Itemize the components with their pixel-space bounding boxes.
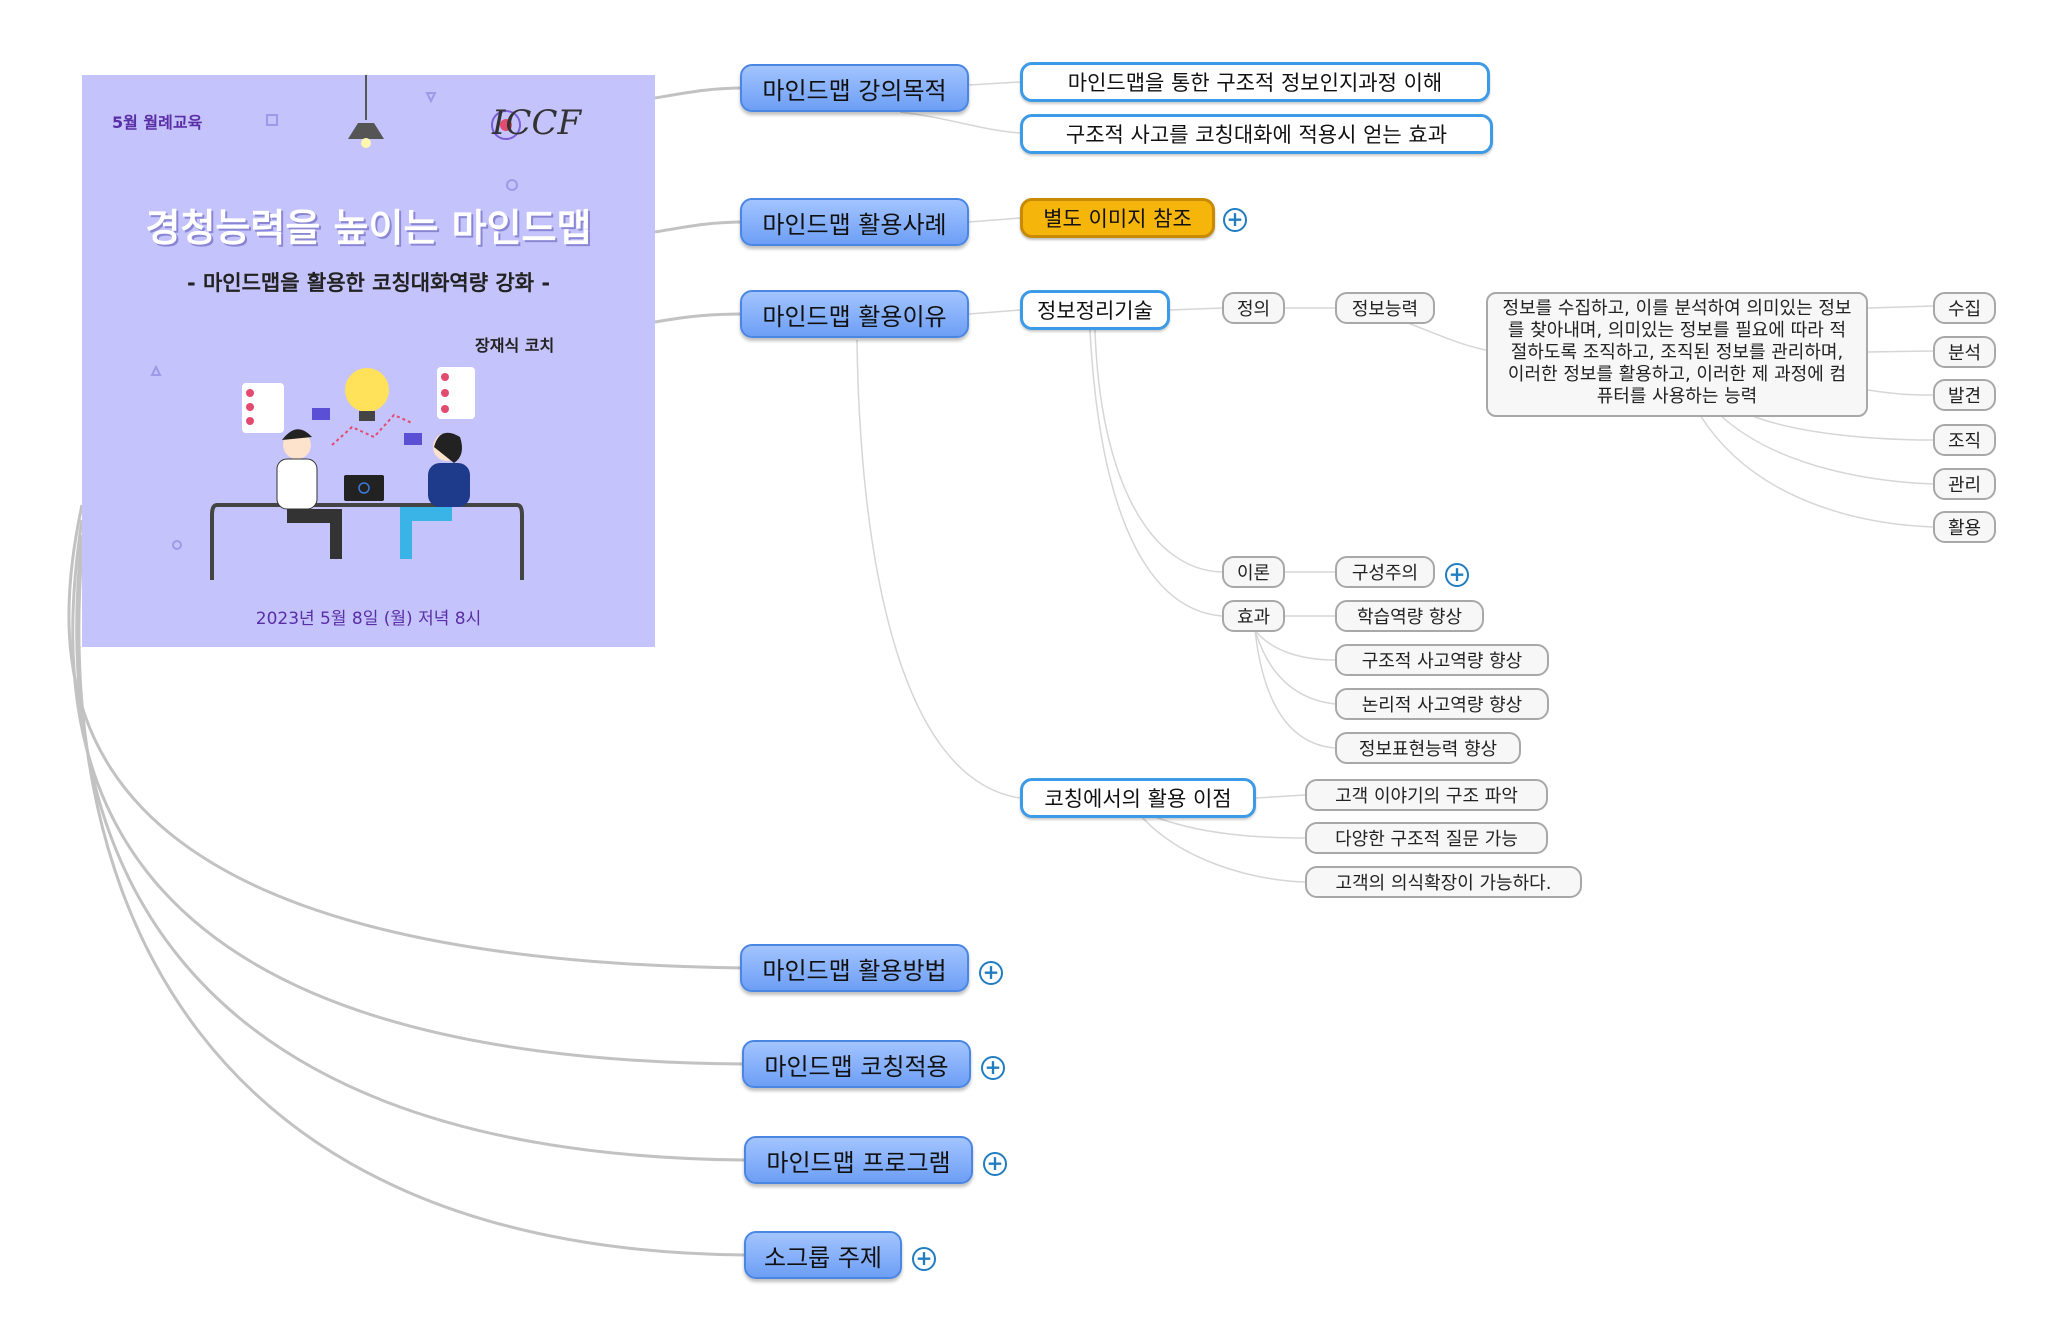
connector-root-b6 <box>75 534 746 1162</box>
connector-root-b4 <box>67 504 746 970</box>
branch-small-group-topics[interactable]: 소그룹 주제 <box>744 1231 902 1279</box>
branch-programs[interactable]: 마인드맵 프로그램 <box>744 1136 973 1184</box>
branch-lecture-purpose[interactable]: 마인드맵 강의목적 <box>740 64 969 112</box>
branch-coaching-application[interactable]: 마인드맵 코칭적용 <box>742 1040 971 1088</box>
effect-learning[interactable]: 학습역량 향상 <box>1335 600 1484 632</box>
connector-info-def <box>1169 307 1223 311</box>
reason-info-ability-description[interactable]: 정보를 수집하고, 이를 분석하여 의미있는 정보를 찾아내며, 의미있는 정보… <box>1486 292 1868 417</box>
connector-desc-s3 <box>1867 389 1934 396</box>
benefit-consciousness-expansion[interactable]: 고객의 의식확장이 가능하다. <box>1305 866 1582 898</box>
benefit-structural-questions[interactable]: 다양한 구조적 질문 가능 <box>1305 822 1548 854</box>
branch-use-methods[interactable]: 마인드맵 활용방법 <box>740 944 969 992</box>
reason-info-ability[interactable]: 정보능력 <box>1335 292 1435 324</box>
step-organize[interactable]: 조직 <box>1933 424 1996 456</box>
poster-event-label: 5월 월례교육 <box>112 113 203 132</box>
effect-structural-thinking[interactable]: 구조적 사고역량 향상 <box>1335 644 1549 676</box>
connector-info-effect <box>1089 329 1223 617</box>
step-analyze[interactable]: 분석 <box>1933 336 1996 368</box>
connector-desc-s4 <box>1749 414 1934 441</box>
reason-info-organizing-skill[interactable]: 정보정리기술 <box>1020 290 1170 330</box>
connector-coach-b2 <box>1149 814 1306 839</box>
theory-constructivism[interactable]: 구성주의 <box>1335 556 1435 588</box>
connector-desc-s5 <box>1719 414 1934 485</box>
connector-coach-b3 <box>1139 814 1306 883</box>
root-poster[interactable]: 5월 월례교육 ICCF 경청능력을 높이는 마인드맵 - 마인드맵을 활용한 … <box>82 75 655 647</box>
connector-b2-case <box>968 217 1021 223</box>
expand-constructivism-button[interactable]: + <box>1445 563 1469 587</box>
poster-logo: ICCF <box>492 103 582 143</box>
connector-info-theory <box>1094 329 1223 573</box>
step-utilize[interactable]: 활용 <box>1933 511 1996 543</box>
connector-b1-p2 <box>899 111 1021 134</box>
step-manage[interactable]: 관리 <box>1933 468 1996 500</box>
expand-programs-button[interactable]: + <box>983 1152 1007 1176</box>
step-collect[interactable]: 수집 <box>1933 292 1996 324</box>
purpose-effect[interactable]: 구조적 사고를 코칭대화에 적용시 얻는 효과 <box>1020 114 1493 154</box>
connector-desc-s6 <box>1699 414 1934 528</box>
effect-logical-thinking[interactable]: 논리적 사고역량 향상 <box>1335 688 1549 720</box>
benefit-client-structure[interactable]: 고객 이야기의 구조 파악 <box>1305 779 1548 811</box>
connector-desc-s1 <box>1867 305 1934 309</box>
effect-info-expression[interactable]: 정보표현능력 향상 <box>1335 732 1521 764</box>
expand-coaching-application-button[interactable]: + <box>981 1056 1005 1080</box>
connector-root-b5 <box>71 519 746 1066</box>
connector-coach-b1 <box>1255 794 1306 799</box>
purpose-understanding[interactable]: 마인드맵을 통한 구조적 정보인지과정 이해 <box>1020 62 1490 102</box>
poster-title: 경청능력을 높이는 마인드맵 <box>145 206 592 250</box>
case-separate-image-ref[interactable]: 별도 이미지 참조 <box>1020 198 1215 238</box>
poster-date: 2023년 5월 8일 (월) 저녁 8시 <box>255 609 482 629</box>
connector-effect-e4 <box>1254 629 1336 749</box>
poster-subtitle: - 마인드맵을 활용한 코칭대화역량 강화 - <box>186 271 551 295</box>
expand-use-cases-button[interactable]: + <box>1223 208 1247 232</box>
connector-b3-info <box>968 309 1021 315</box>
connector-root-b3 <box>654 312 746 324</box>
connector-effect-e3 <box>1254 629 1336 705</box>
branch-use-cases[interactable]: 마인드맵 활용사례 <box>740 198 969 246</box>
reason-theory[interactable]: 이론 <box>1222 556 1285 588</box>
connector-ability-desc <box>1399 319 1487 351</box>
expand-small-group-button[interactable]: + <box>912 1247 936 1271</box>
reason-effect[interactable]: 효과 <box>1222 600 1285 632</box>
connector-root-b1 <box>654 86 746 100</box>
branch-use-reasons[interactable]: 마인드맵 활용이유 <box>740 290 969 338</box>
poster-coach: 장재식 코치 <box>475 336 555 355</box>
connector-desc-s2 <box>1867 350 1934 353</box>
step-discover[interactable]: 발견 <box>1933 379 1996 411</box>
connector-b1-p1 <box>968 81 1021 86</box>
connector-root-b2 <box>654 220 746 234</box>
poster-illustration <box>150 75 524 580</box>
connector-b3-coach <box>856 339 1021 799</box>
reason-definition[interactable]: 정의 <box>1222 292 1285 324</box>
connector-effect-e2 <box>1254 629 1336 661</box>
reason-coaching-benefits[interactable]: 코칭에서의 활용 이점 <box>1020 778 1256 818</box>
connector-root-b7 <box>77 549 746 1257</box>
expand-use-methods-button[interactable]: + <box>979 961 1003 985</box>
